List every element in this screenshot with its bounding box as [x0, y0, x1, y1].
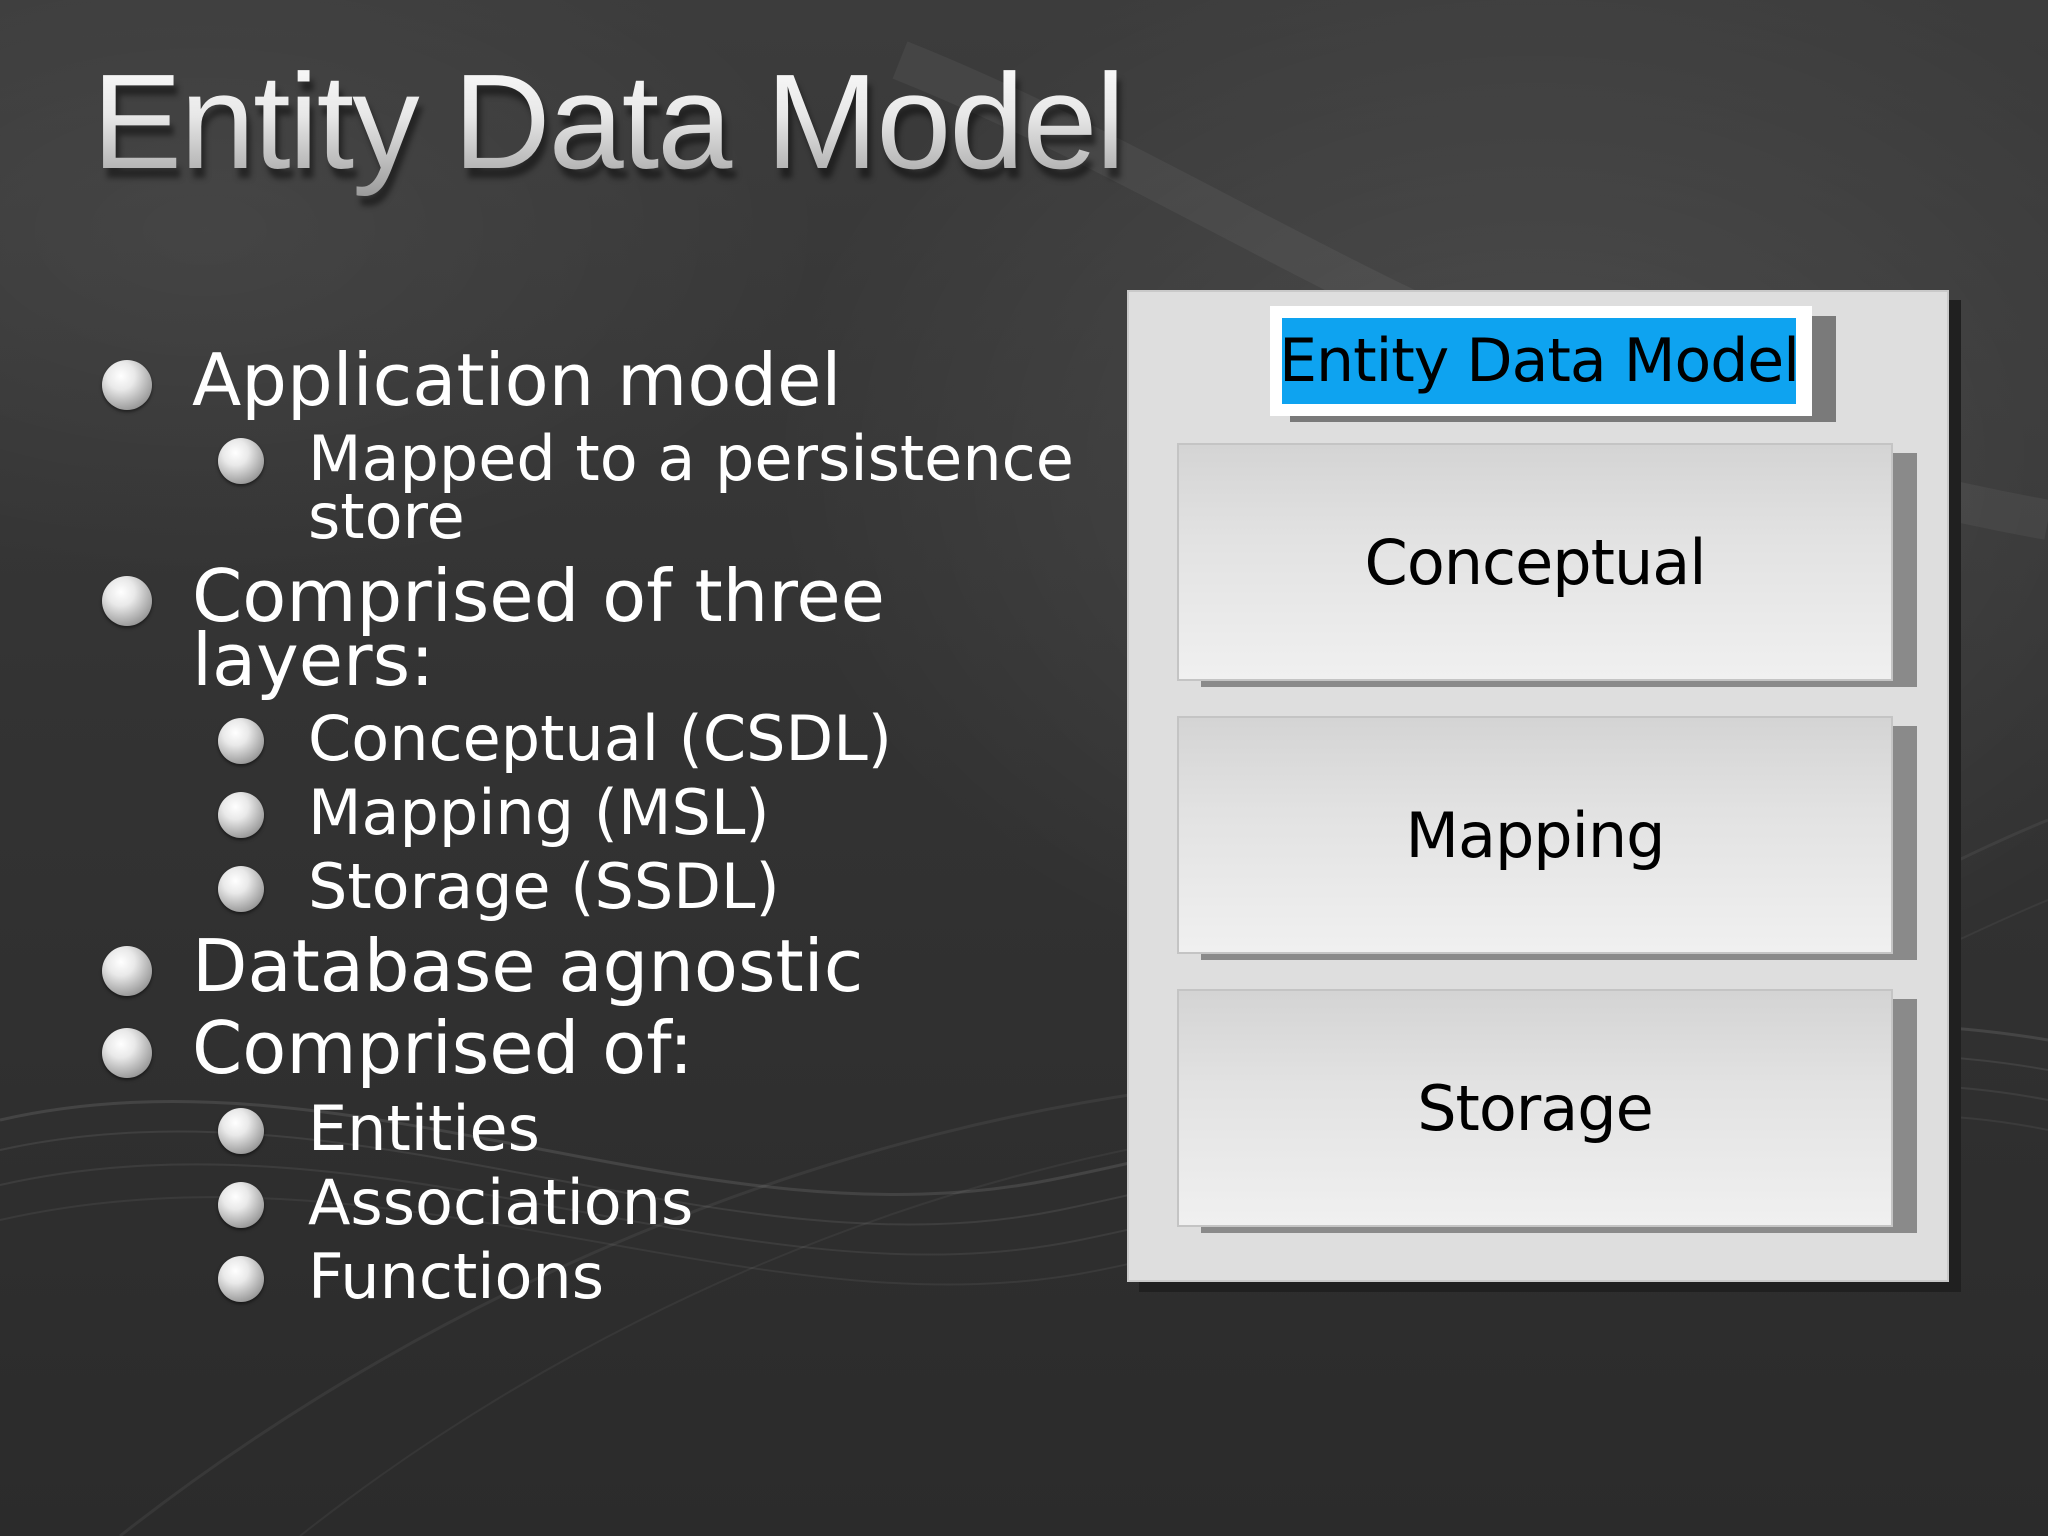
- bullet-comprised-of: Comprised of:: [102, 1012, 693, 1084]
- sub-bullet-entities: Entities: [218, 1098, 540, 1160]
- sub-bullet-mapped: Mapped to a persistence store: [218, 428, 1074, 548]
- badge-label: Entity Data Model: [1279, 318, 1800, 404]
- bullet-icon: [218, 1108, 264, 1154]
- bullet-three-layers: Comprised of three layers:: [102, 560, 885, 696]
- layer-mapping: Mapping: [1177, 716, 1893, 954]
- bullet-text: Database agnostic: [192, 924, 864, 1008]
- layer-storage: Storage: [1177, 989, 1893, 1227]
- bullet-text: Entities: [308, 1092, 540, 1165]
- bullet-text: Application model: [192, 338, 842, 422]
- bullet-icon: [218, 438, 264, 484]
- bullet-icon: [102, 360, 152, 410]
- bullet-database-agnostic: Database agnostic: [102, 930, 863, 1002]
- entity-data-model-badge: Entity Data Model: [1270, 306, 1812, 416]
- bullet-text: Comprised of three: [192, 554, 885, 638]
- bullet-text: Associations: [308, 1166, 694, 1239]
- bullet-icon: [218, 1256, 264, 1302]
- sub-bullet-mapping: Mapping (MSL): [218, 782, 770, 844]
- sub-bullet-conceptual: Conceptual (CSDL): [218, 708, 892, 770]
- bullet-icon: [102, 946, 152, 996]
- layer-conceptual: Conceptual: [1177, 443, 1893, 681]
- bullet-text: Storage (SSDL): [308, 850, 780, 923]
- bullet-application-model: Application model: [102, 344, 841, 416]
- page-title: Entity Data Model: [92, 46, 1125, 197]
- bullet-icon: [102, 576, 152, 626]
- sub-bullet-storage: Storage (SSDL): [218, 856, 780, 918]
- bullet-text-continuation: layers:: [192, 618, 435, 702]
- bullet-text-continuation: store: [308, 480, 465, 553]
- bullet-text: Conceptual (CSDL): [308, 702, 892, 775]
- bullet-text: Mapped to a persistence: [308, 422, 1074, 495]
- bullet-icon: [102, 1028, 152, 1078]
- bullet-icon: [218, 718, 264, 764]
- bullet-list: Application model Mapped to a persistenc…: [0, 0, 1100, 1400]
- page-title-shadow: Entity Data Model: [96, 57, 1129, 207]
- bullet-text: Mapping (MSL): [308, 776, 770, 849]
- bullet-text: Comprised of:: [192, 1006, 694, 1090]
- sub-bullet-functions: Functions: [218, 1246, 604, 1308]
- sub-bullet-associations: Associations: [218, 1172, 693, 1234]
- bullet-text: Functions: [308, 1240, 605, 1313]
- bullet-icon: [218, 792, 264, 838]
- bullet-icon: [218, 1182, 264, 1228]
- bullet-icon: [218, 866, 264, 912]
